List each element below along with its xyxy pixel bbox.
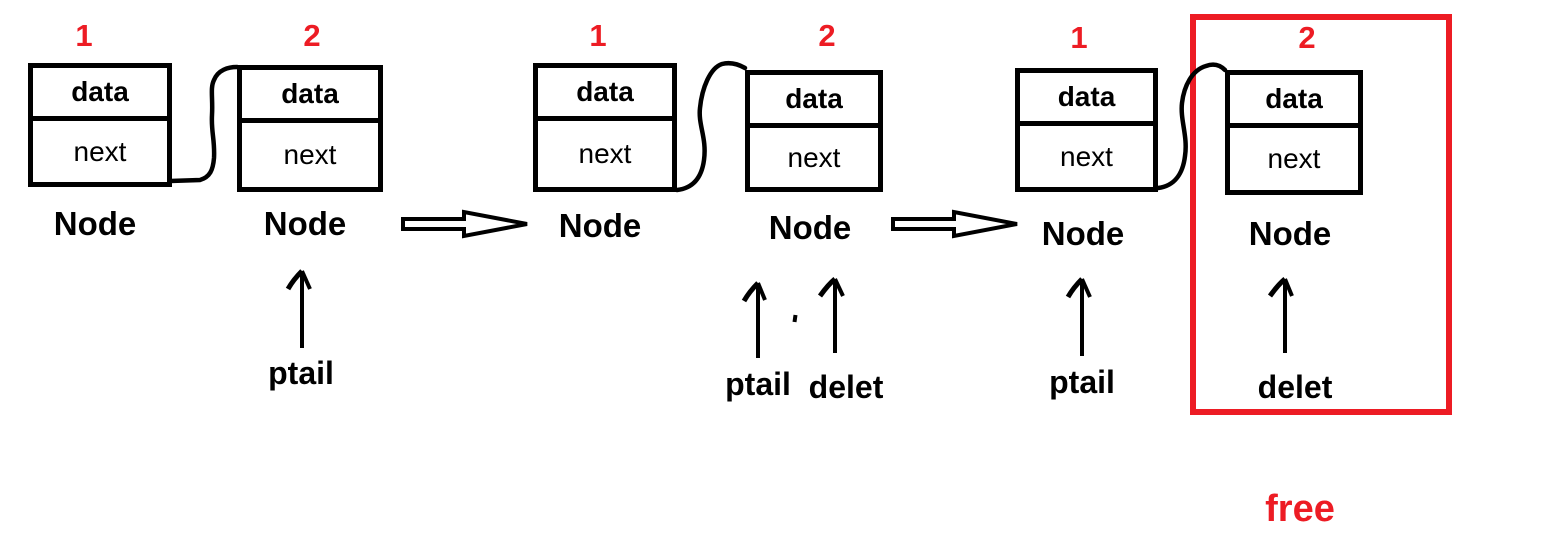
node-next-cell: next	[578, 138, 632, 169]
node-index-red: 1	[589, 18, 607, 53]
delet-up-arrow-icon	[817, 277, 845, 353]
node-caption: Node	[558, 207, 642, 244]
node-next-cell: next	[1060, 140, 1113, 172]
node-index-red: 2	[1298, 20, 1316, 55]
node-next-cell: next	[1267, 143, 1321, 174]
node-index-red: 2	[818, 18, 836, 53]
node-box: data next	[237, 65, 383, 192]
node-next-cell: next	[787, 141, 841, 173]
node-index-red: 2	[303, 18, 321, 53]
step-arrow-icon	[401, 209, 528, 239]
delet-pointer-label: delet	[808, 369, 884, 405]
node-data-cell: data	[242, 70, 378, 123]
next-pointer-curve-icon	[1155, 62, 1228, 191]
delete-highlight-rect	[1190, 14, 1452, 415]
node-data-cell: data	[1230, 75, 1358, 128]
ptail-pointer-label: ptail	[268, 355, 334, 391]
node-box: data next	[533, 63, 677, 192]
node-box: data next	[1015, 68, 1158, 192]
node-caption: Node	[1041, 215, 1125, 252]
node-box: data next	[28, 63, 172, 187]
node-data-cell: data	[750, 75, 878, 128]
node-box: data next	[745, 70, 883, 192]
step-arrow-icon	[891, 209, 1018, 239]
node-index-red: 1	[1070, 20, 1088, 55]
delet-pointer-label: delet	[1257, 369, 1333, 405]
node-data-cell: data	[33, 68, 167, 121]
delet-up-arrow-icon	[1267, 277, 1294, 353]
node-box: data next	[1225, 70, 1363, 195]
next-pointer-curve-icon	[674, 60, 748, 193]
node-next-cell: next	[283, 139, 337, 170]
next-pointer-curve-icon	[167, 64, 240, 184]
node-next-cell: next	[73, 135, 127, 167]
stray-mark	[792, 314, 798, 323]
ptail-pointer-label: ptail	[1049, 364, 1115, 400]
node-caption: Node	[263, 205, 347, 242]
free-annotation: free	[1265, 488, 1335, 530]
node-caption: Node	[53, 205, 137, 242]
node-caption: Node	[768, 209, 852, 246]
ptail-pointer-label: ptail	[725, 366, 791, 402]
node-data-cell: data	[538, 68, 672, 121]
node-caption: Node	[1248, 215, 1332, 252]
ptail-up-arrow-icon	[1065, 277, 1092, 356]
ptail-up-arrow-icon	[285, 269, 312, 348]
ptail-up-arrow-icon	[741, 281, 767, 358]
node-index-red: 1	[75, 18, 93, 53]
node-data-cell: data	[1020, 73, 1153, 126]
